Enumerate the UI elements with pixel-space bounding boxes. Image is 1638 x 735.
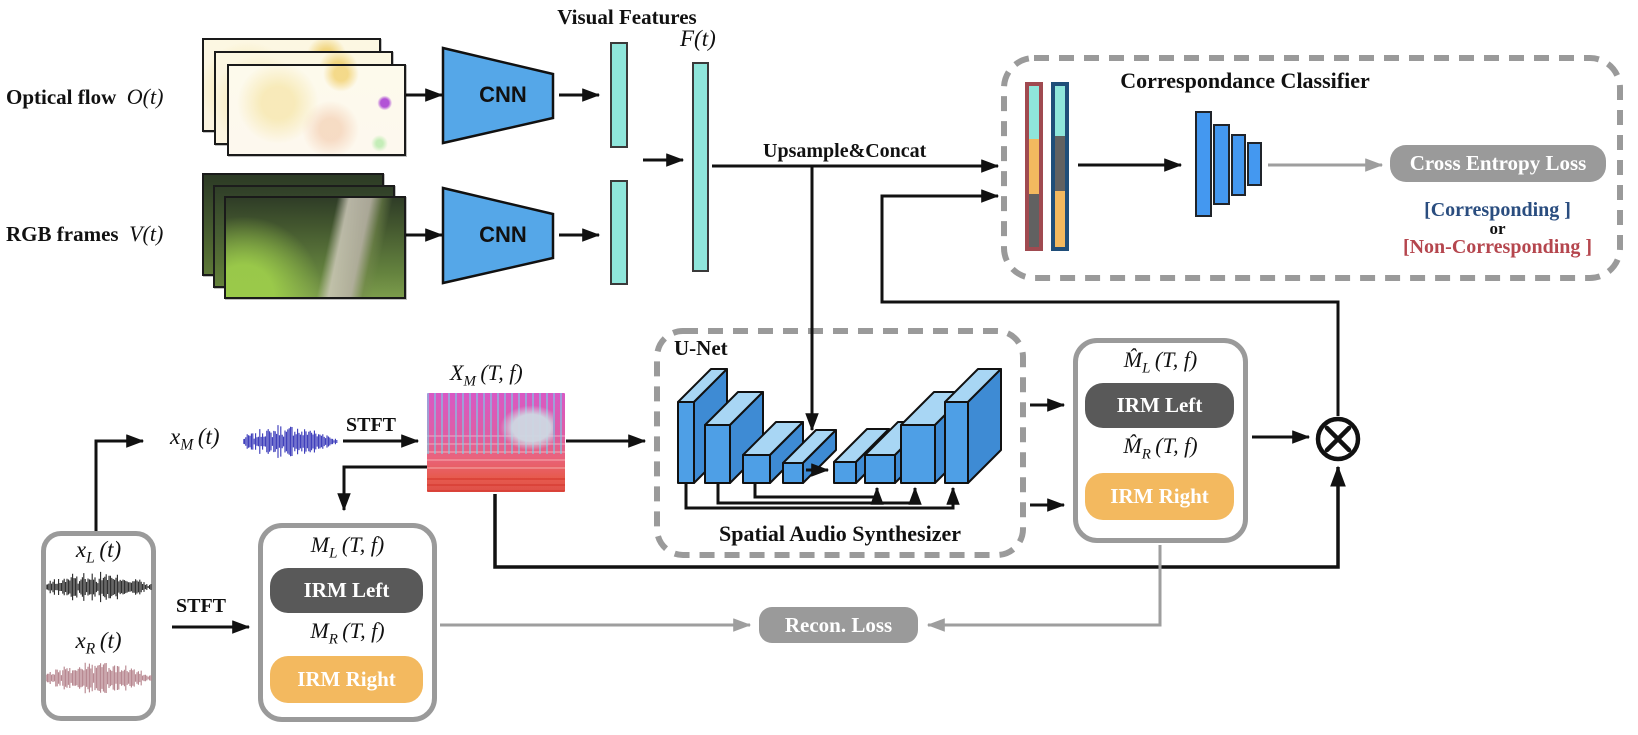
- gt-mr-args: (T, f): [342, 618, 385, 643]
- spec-args: (T, f): [480, 360, 523, 385]
- xl-args: (t): [99, 537, 122, 562]
- gt-irm-right-button: IRM Right: [270, 656, 423, 703]
- stft-label-stereo: STFT: [176, 595, 227, 617]
- spectrogram-label: XM (T, f): [450, 360, 523, 390]
- rgb-frames-math: V(t): [129, 221, 164, 246]
- unet-block-face: [944, 401, 969, 484]
- gt-ml-base: M: [310, 532, 330, 557]
- classifier-dashed-box: [1001, 55, 1623, 281]
- stereo-input-box: [41, 531, 156, 721]
- spectrogram-image: [427, 393, 565, 492]
- unet-block-face: [864, 454, 896, 484]
- unet-dashed-box: [654, 328, 1026, 558]
- recon-loss-button: Recon. Loss: [759, 607, 918, 643]
- xr-label: xR (t): [41, 628, 156, 659]
- upsample-concat-label: Upsample&Concat: [763, 140, 927, 162]
- spec-base: X: [450, 360, 464, 385]
- unet-blocks: [677, 368, 1002, 484]
- mlp-layer-4: [1247, 142, 1262, 186]
- segment-audio-left: [1055, 190, 1065, 247]
- black-arrows: [94, 88, 1346, 634]
- non-corresponding-label: [Non-Corresponding ]: [1402, 236, 1593, 258]
- rgb-frame-1: [224, 196, 406, 299]
- gt-irm-left-button: IRM Left: [270, 568, 423, 613]
- pred-mr-sub: R: [1141, 446, 1151, 463]
- unet-block-face: [742, 454, 771, 484]
- xl-sub: L: [86, 549, 95, 567]
- feature-pair-bar-b: [1051, 82, 1069, 251]
- spec-sub: M: [463, 373, 476, 390]
- feature-pair-bar-a: [1025, 82, 1043, 251]
- optical-flow-label: Optical flow O(t): [6, 84, 163, 110]
- feature-bar-flow: [610, 42, 628, 148]
- segment-visual: [1055, 86, 1065, 136]
- cnn-trapezoid-rgb: [441, 186, 555, 285]
- spatial-audio-synthesizer-title: Spatial Audio Synthesizer: [718, 521, 962, 546]
- cnn-trapezoid-flow: [441, 46, 555, 145]
- f-label: F(t): [680, 26, 716, 51]
- xl-label: xL (t): [41, 537, 156, 568]
- gt-mr-label: MR (T, f): [263, 618, 432, 648]
- xr-args: (t): [99, 628, 122, 653]
- optical-flow-math: O(t): [126, 84, 164, 109]
- visual-features-title: Visual Features: [557, 5, 697, 29]
- cnn-label-flow: CNN: [479, 82, 527, 107]
- unet-block-face: [704, 424, 731, 484]
- xm-sub: M: [180, 436, 194, 454]
- pred-masks-box: M̂L (T, f) IRM Left M̂R (T, f) IRM Right: [1073, 338, 1248, 543]
- unet-block-face: [900, 424, 936, 484]
- unet-block-face: [782, 462, 804, 484]
- stft-label-mono: STFT: [346, 414, 397, 436]
- corresponding-label: [Corresponding ]: [1424, 199, 1571, 221]
- optical-flow-frame-1: [227, 64, 406, 156]
- gt-mr-sub: R: [328, 631, 338, 648]
- gt-ml-label: ML (T, f): [263, 532, 432, 562]
- mlp-layer-3: [1231, 134, 1246, 196]
- segment-audio-right: [1029, 193, 1039, 247]
- right-channel-waveform: [46, 662, 152, 694]
- classifier-title: Correspondance Classifier: [1120, 68, 1370, 93]
- segment-audio-left: [1029, 139, 1039, 194]
- classifier-outcomes: [Corresponding ] or [Non-Corresponding ]: [1355, 200, 1638, 257]
- xr-sub: R: [85, 640, 96, 658]
- rgb-frames-label: RGB frames V(t): [6, 221, 163, 247]
- gt-masks-box: ML (T, f) IRM Left MR (T, f) IRM Right: [258, 523, 437, 722]
- pred-mr-label: M̂R (T, f): [1078, 433, 1243, 463]
- feature-bar-concat: [692, 62, 709, 272]
- unet-label: U-Net: [674, 336, 728, 360]
- segment-audio-right: [1055, 135, 1065, 191]
- pred-irm-right-button: IRM Right: [1085, 473, 1234, 520]
- cross-entropy-loss-button: Cross Entropy Loss: [1390, 145, 1606, 182]
- pred-mr-args: (T, f): [1155, 433, 1198, 458]
- xl-base: x: [75, 537, 87, 562]
- unet-block-face: [833, 461, 857, 484]
- pred-ml-args: (T, f): [1154, 347, 1198, 372]
- xm-args: (t): [197, 424, 220, 449]
- pred-ml-base: M̂: [1123, 347, 1143, 372]
- mono-waveform: [243, 425, 338, 458]
- mlp-layer-2: [1213, 124, 1230, 205]
- segment-visual: [1029, 86, 1039, 140]
- xm-label: xM (t): [170, 424, 220, 455]
- xm-base: x: [170, 424, 181, 449]
- pred-irm-left-button: IRM Left: [1085, 383, 1234, 428]
- gt-mr-base: M: [310, 618, 329, 643]
- left-channel-waveform: [46, 571, 152, 603]
- gray-arrows: [440, 158, 1384, 632]
- pred-ml-label: M̂L (T, f): [1078, 347, 1243, 377]
- unet-block-face: [677, 401, 695, 484]
- or-label: or: [1489, 219, 1506, 238]
- pred-mr-base: M̂: [1123, 433, 1142, 458]
- xr-base: x: [75, 628, 86, 653]
- gt-ml-args: (T, f): [341, 532, 385, 557]
- cnn-label-rgb: CNN: [479, 222, 527, 247]
- optical-flow-text: Optical flow: [6, 85, 117, 109]
- rgb-frames-text: RGB frames: [6, 222, 119, 246]
- gt-ml-sub: L: [329, 545, 338, 562]
- feature-bar-rgb: [610, 180, 628, 285]
- mlp-layer-1: [1195, 111, 1212, 217]
- multiply-icon: [1315, 416, 1361, 462]
- pred-ml-sub: L: [1142, 360, 1151, 377]
